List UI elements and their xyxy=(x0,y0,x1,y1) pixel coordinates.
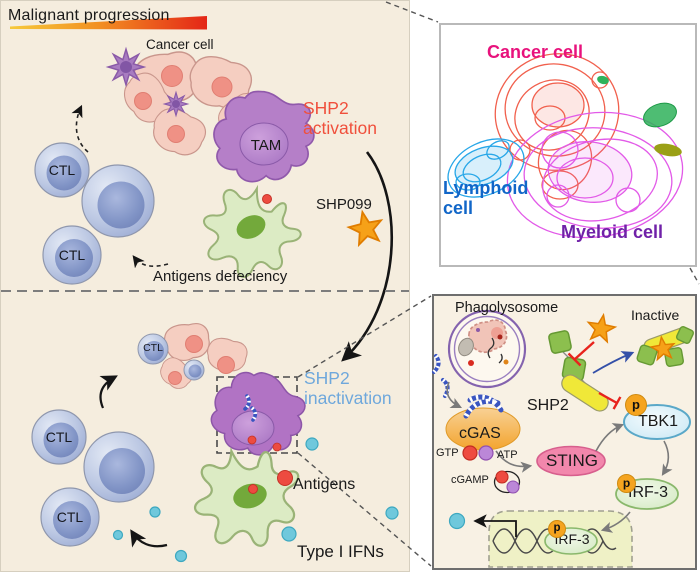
type-i-ifns-label: Type I IFNs xyxy=(297,542,384,561)
antigens-label: Antigens xyxy=(293,476,356,493)
phospho-badge-irf3: p xyxy=(617,474,636,493)
shp2-inactivation-label: SHP2 inactivation xyxy=(304,368,392,408)
tbk1-label: TBK1 xyxy=(637,413,678,430)
malignant-progression-label: Malignant progression xyxy=(8,7,170,24)
inactive-label: Inactive xyxy=(631,307,680,323)
antigens-deficiency-label: Antigens defeciency xyxy=(153,268,288,285)
ctl-label: CTL xyxy=(58,247,86,263)
phagolysosome-label: Phagolysosome xyxy=(455,300,559,316)
cgamp-label: cGAMP xyxy=(451,474,489,486)
sting-label: STING xyxy=(546,451,598,470)
shp2-activation-label: SHP2 activation xyxy=(303,98,377,138)
atp-label: ATP xyxy=(497,449,518,461)
irf3-label: IRF-3 xyxy=(628,484,668,501)
ctl-label: CTL xyxy=(45,429,73,445)
ctl-label-small: CTL xyxy=(143,342,163,354)
cgas-label: cGAS xyxy=(459,425,501,442)
tsne-myeloid-label: Myeloid cell xyxy=(561,222,664,242)
shp2-pathway-label: SHP2 xyxy=(527,397,569,414)
ctl-label: CTL xyxy=(48,162,76,178)
phospho-badge-irf3-nucleus: p xyxy=(548,520,566,538)
tsne-cancer-label: Cancer cell xyxy=(487,42,584,62)
tsne-lymphoid-label: Lymphoid cell xyxy=(443,178,529,218)
phospho-badge-tbk1: p xyxy=(625,394,647,416)
cancer-cell-label-top: Cancer cell xyxy=(146,37,214,52)
ctl-label: CTL xyxy=(56,509,84,525)
shp099-label: SHP099 xyxy=(316,196,372,213)
tam-label: TAM xyxy=(250,137,282,154)
gtp-label: GTP xyxy=(436,447,459,459)
